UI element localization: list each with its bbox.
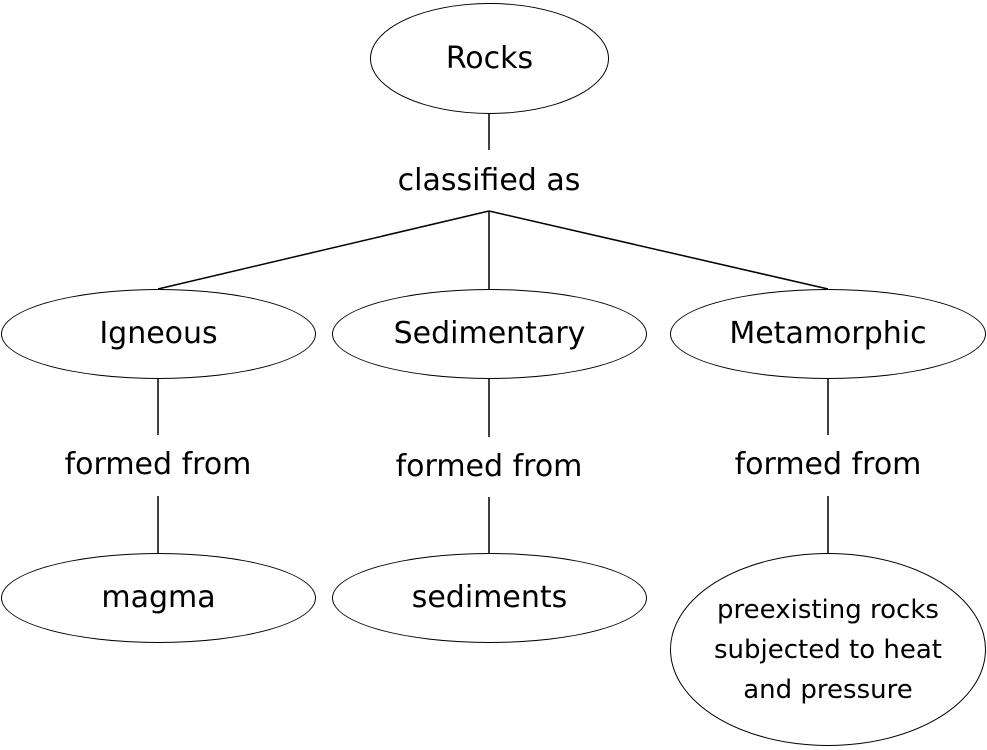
node-sedimentary: Sedimentary [332,289,647,379]
node-rocks: Rocks [370,3,609,114]
node-sediments: sediments [332,553,647,643]
node-igneous: Igneous [1,289,316,379]
node-metamorphic: Metamorphic [670,289,986,379]
relation-formed-from-igneous: formed from [64,447,252,483]
node-sedimentary-label: Sedimentary [393,316,586,351]
relation-classified-as: classified as [397,163,581,199]
node-metamorphic-label: Metamorphic [729,316,927,351]
node-preexisting-rocks: preexisting rocks subjected to heat and … [670,553,986,746]
node-magma-label: magma [101,580,216,615]
node-magma: magma [1,553,316,643]
relation-formed-from-sedimentary: formed from [395,449,583,485]
node-sediments-label: sediments [411,580,568,615]
connector-relation-to-metamorphic [488,210,829,290]
node-rocks-label: Rocks [445,40,534,76]
connector-relation-to-igneous [157,210,490,290]
relation-formed-from-metamorphic: formed from [734,447,922,483]
node-igneous-label: Igneous [99,316,218,351]
node-preexisting-rocks-label: preexisting rocks subjected to heat and … [714,594,942,705]
